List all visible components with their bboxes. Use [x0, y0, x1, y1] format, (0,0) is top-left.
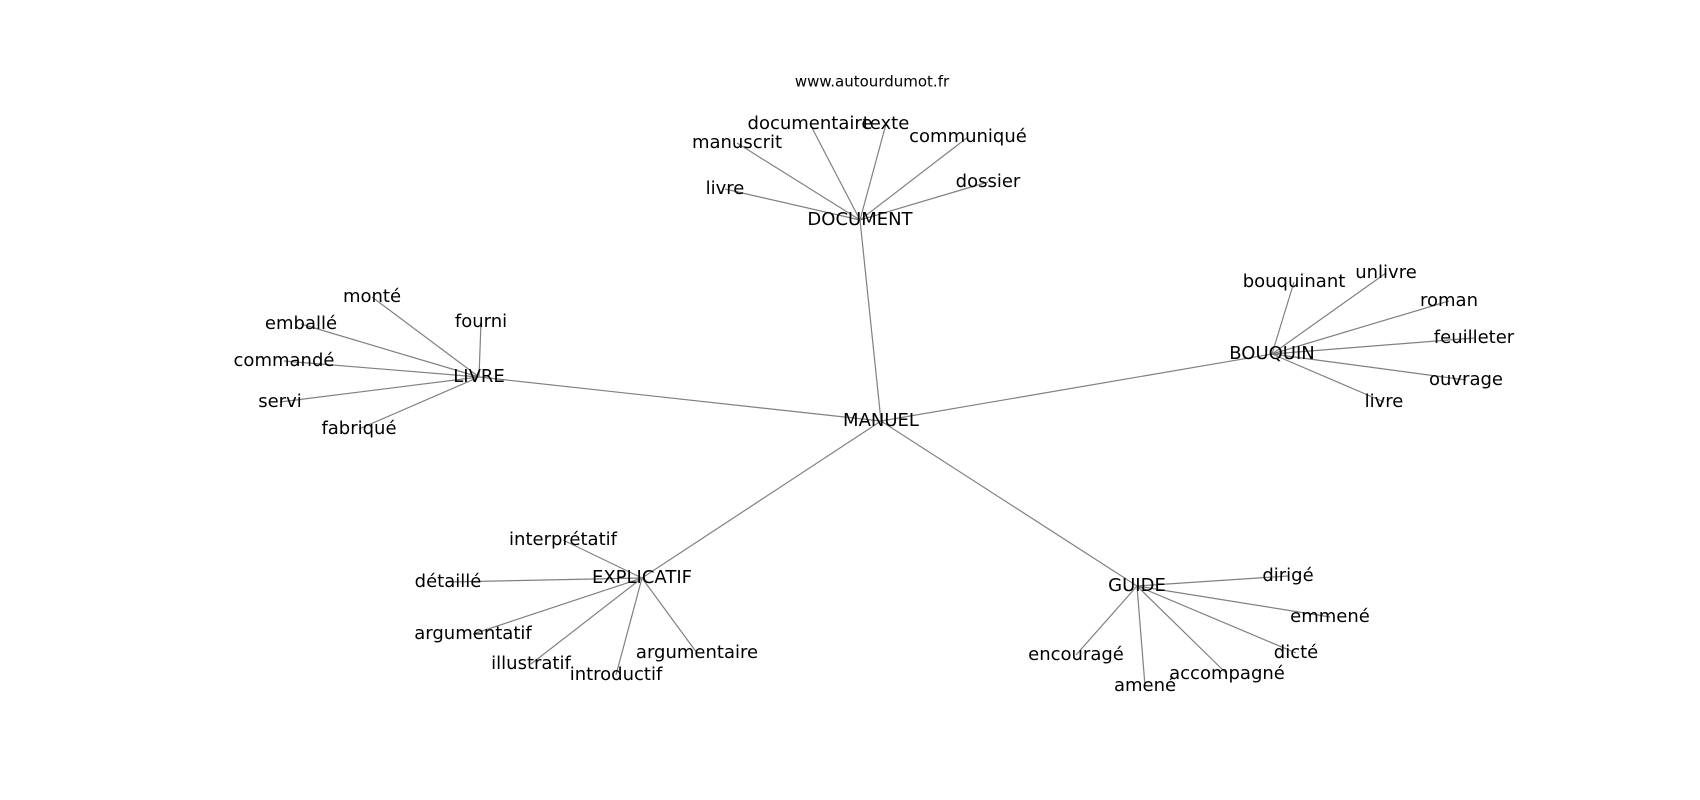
labels-layer: www.autourdumot.fr MANUEL DOCUMENT documen… [234, 73, 1515, 697]
center-node-label: MANUEL [843, 410, 919, 431]
cluster-node-guide: GUIDE [1108, 575, 1166, 596]
word-node-bouquin-5: livre [1365, 391, 1404, 412]
edge-explicatif-0 [562, 539, 643, 579]
edge-bouquin-3 [1271, 337, 1475, 355]
edge-guide-0 [1136, 575, 1289, 587]
edge-explicatif-3 [530, 577, 643, 665]
word-node-livre-0: monté [343, 286, 401, 307]
edge-bouquin-5 [1271, 353, 1385, 403]
cluster-node-livre: LIVRE [453, 366, 505, 387]
word-node-explicatif-4: introductif [570, 664, 663, 685]
edge-livre-4 [279, 376, 480, 403]
edge-center-guide [880, 420, 1138, 587]
edges-layer [279, 123, 1475, 687]
word-node-bouquin-0: bouquinant [1243, 271, 1346, 292]
edge-document-4 [724, 188, 861, 221]
word-node-guide-5: accompagné [1169, 663, 1285, 684]
word-node-document-2: manuscrit [692, 132, 782, 153]
edge-bouquin-1 [1271, 272, 1387, 355]
edge-livre-3 [283, 360, 480, 378]
edge-center-livre [478, 376, 882, 422]
edge-guide-4 [1136, 585, 1146, 687]
word-node-guide-3: encouragé [1028, 644, 1124, 665]
word-node-bouquin-3: feuilleter [1434, 327, 1515, 348]
word-node-guide-2: dicté [1274, 642, 1318, 663]
word-node-document-3: communiqué [909, 126, 1027, 147]
cluster-node-explicatif: EXPLICATIF [592, 567, 692, 588]
word-node-document-0: documentaire [748, 113, 873, 134]
edge-bouquin-2 [1271, 300, 1450, 355]
edge-explicatif-1 [447, 577, 643, 583]
edge-center-explicatif [641, 420, 882, 579]
edge-document-5 [859, 181, 989, 221]
edge-center-bouquin [880, 353, 1273, 422]
edge-guide-3 [1075, 585, 1138, 656]
edge-guide-1 [1136, 585, 1331, 618]
cluster-node-bouquin: BOUQUIN [1229, 343, 1315, 364]
edge-livre-1 [478, 321, 482, 378]
word-node-bouquin-1: unlivre [1355, 262, 1417, 283]
edge-explicatif-4 [615, 577, 643, 676]
edge-bouquin-0 [1271, 281, 1295, 355]
edge-explicatif-5 [641, 577, 698, 654]
edge-guide-2 [1136, 585, 1297, 654]
edge-livre-0 [371, 296, 480, 378]
edge-document-1 [859, 123, 887, 221]
word-node-document-5: dossier [956, 171, 1021, 192]
word-node-guide-1: emmené [1290, 606, 1370, 627]
edge-bouquin-4 [1271, 353, 1467, 381]
edge-center-document [859, 219, 882, 422]
word-node-bouquin-4: ouvrage [1429, 369, 1503, 390]
word-node-livre-1: fourni [455, 311, 507, 332]
word-node-explicatif-2: argumentatif [414, 623, 532, 644]
edge-document-3 [859, 136, 969, 221]
edge-livre-2 [300, 323, 480, 378]
word-node-livre-4: servi [258, 391, 302, 412]
word-node-explicatif-5: argumentaire [636, 642, 758, 663]
edge-livre-5 [358, 376, 480, 430]
word-node-livre-3: commandé [234, 350, 335, 371]
word-node-document-1: texte [863, 113, 910, 134]
edge-document-0 [809, 123, 861, 221]
cluster-node-document: DOCUMENT [807, 209, 913, 230]
edge-guide-5 [1136, 585, 1228, 675]
source-label: www.autourdumot.fr [795, 73, 950, 91]
word-node-guide-4: amené [1114, 675, 1176, 696]
word-node-document-4: livre [706, 178, 745, 199]
edge-explicatif-2 [472, 577, 643, 635]
word-node-bouquin-2: roman [1420, 290, 1478, 311]
word-node-explicatif-3: illustratif [491, 653, 571, 674]
edge-document-2 [736, 142, 861, 221]
word-node-livre-2: emballé [265, 313, 337, 334]
word-node-guide-0: dirigé [1262, 565, 1313, 586]
word-node-explicatif-1: détaillé [415, 571, 482, 592]
word-node-explicatif-0: interprétatif [509, 529, 618, 550]
word-node-livre-5: fabriqué [321, 418, 396, 439]
